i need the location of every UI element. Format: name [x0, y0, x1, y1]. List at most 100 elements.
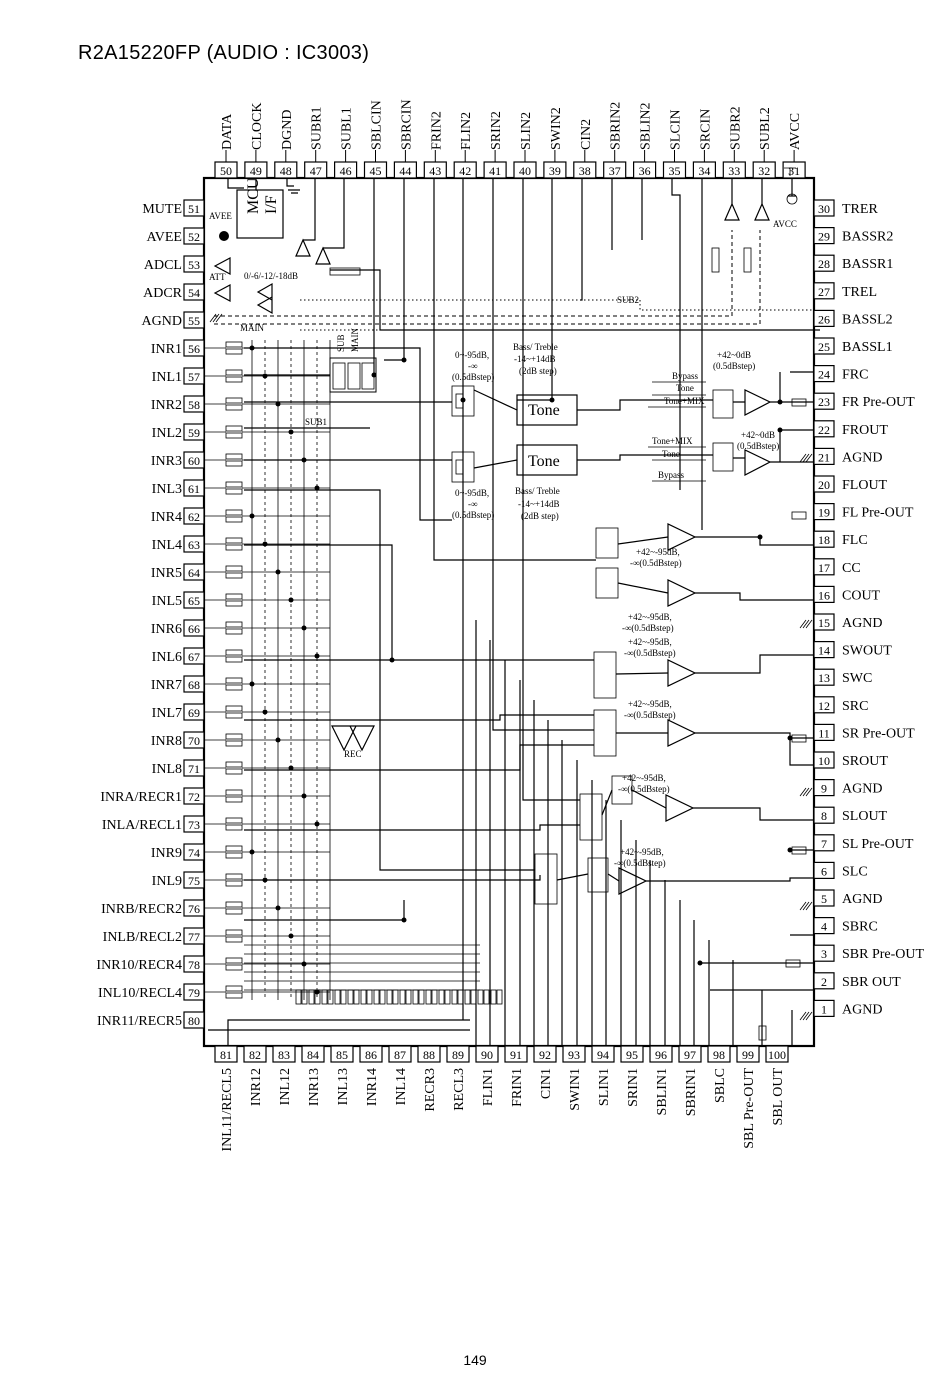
svg-text:BASSR1: BASSR1	[842, 257, 893, 272]
pin-number: 45	[370, 164, 382, 178]
pin-number: 48	[280, 164, 292, 178]
svg-text:SWIN1: SWIN1	[568, 1068, 583, 1111]
svg-text:+42~-95dB,: +42~-95dB,	[636, 547, 680, 557]
sl-amp-icon	[665, 794, 695, 822]
pin-number: 39	[549, 164, 561, 178]
svg-text:BASSL1: BASSL1	[842, 340, 893, 355]
svg-text:74: 74	[188, 846, 200, 860]
pin-number: 46	[340, 164, 352, 178]
svg-text:+42~0dB: +42~0dB	[741, 430, 775, 440]
svg-text:RECL3: RECL3	[452, 1068, 467, 1111]
svg-text:AGND: AGND	[142, 314, 182, 329]
pin-10: 10 SROUT	[813, 751, 888, 769]
att-steps-label: 0/-6/-12/-18dB	[244, 271, 298, 281]
adc-buffer-icon	[213, 257, 231, 302]
svg-text:(2dB step): (2dB step)	[519, 366, 557, 376]
sub-label: SUB	[336, 334, 346, 352]
svg-text:SBRC: SBRC	[842, 920, 878, 935]
svg-text:29: 29	[818, 230, 830, 244]
svg-text:10: 10	[818, 754, 830, 768]
svg-text:82: 82	[249, 1048, 261, 1062]
pin-label: SBRCIN	[399, 99, 414, 150]
svg-text:AGND: AGND	[842, 1002, 882, 1017]
svg-text:7: 7	[821, 837, 827, 851]
svg-text:75: 75	[188, 874, 200, 888]
svg-text:SWC: SWC	[842, 671, 872, 686]
if-label: I/F	[263, 195, 280, 214]
svg-text:13: 13	[818, 671, 830, 685]
svg-text:FROUT: FROUT	[842, 423, 888, 438]
svg-text:72: 72	[188, 790, 200, 804]
svg-text:FLOUT: FLOUT	[842, 478, 888, 493]
svg-text:FL Pre-OUT: FL Pre-OUT	[842, 506, 914, 521]
svg-text:88: 88	[423, 1048, 435, 1062]
svg-text:MUTE: MUTE	[142, 202, 182, 217]
svg-text:20: 20	[818, 478, 830, 492]
svg-text:84: 84	[307, 1048, 319, 1062]
svg-text:19: 19	[818, 506, 830, 520]
svg-text:83: 83	[278, 1048, 290, 1062]
svg-text:-∞(0.5dBstep): -∞(0.5dBstep)	[624, 648, 676, 658]
avee-label: AVEE	[209, 211, 232, 221]
svg-text:99: 99	[742, 1048, 754, 1062]
page-title: R2A15220FP (AUDIO : IC3003)	[78, 42, 370, 64]
svg-text:87: 87	[394, 1048, 406, 1062]
pin-number: 36	[639, 164, 651, 178]
svg-text:96: 96	[655, 1048, 667, 1062]
svg-text:77: 77	[188, 930, 200, 944]
svg-text:CC: CC	[842, 561, 861, 576]
svg-text:-∞(0.5dBstep): -∞(0.5dBstep)	[630, 558, 682, 568]
avcc-label: AVCC	[773, 219, 797, 229]
mcu-if-block	[236, 189, 284, 239]
svg-text:95: 95	[626, 1048, 638, 1062]
svg-text:+42~-95dB,: +42~-95dB,	[620, 847, 664, 857]
svg-text:61: 61	[188, 482, 200, 496]
svg-text:(0.5dBstep): (0.5dBstep)	[452, 372, 494, 382]
pin-label: SWIN2	[549, 107, 564, 150]
svg-text:97: 97	[684, 1048, 696, 1062]
svg-text:INR10/RECR4: INR10/RECR4	[96, 958, 182, 973]
pin-39: 39 SWIN2	[543, 107, 567, 179]
svg-text:INR12: INR12	[249, 1068, 264, 1106]
svg-text:SR Pre-OUT: SR Pre-OUT	[842, 726, 915, 741]
svg-text:ADCR: ADCR	[143, 286, 183, 301]
svg-text:2: 2	[821, 975, 827, 989]
svg-text:-∞(0.5dBstep): -∞(0.5dBstep)	[614, 858, 666, 868]
svg-text:4: 4	[821, 920, 827, 934]
svg-text:(0.5dBstep): (0.5dBstep)	[452, 510, 494, 520]
subr2-buffer-icon	[724, 202, 740, 221]
pin-label: SUBL2	[758, 107, 773, 150]
pin-label: CLOCK	[250, 103, 265, 150]
svg-text:SROUT: SROUT	[842, 754, 888, 769]
pin-19: 19 FL Pre-OUT	[813, 503, 914, 521]
pin-number: 38	[579, 164, 591, 178]
svg-text:-∞: -∞	[468, 499, 477, 509]
tone-mix-label-bot: Tone+MIX	[652, 436, 693, 446]
pin-label: AVCC	[788, 113, 803, 150]
pin-number: 41	[489, 164, 501, 178]
